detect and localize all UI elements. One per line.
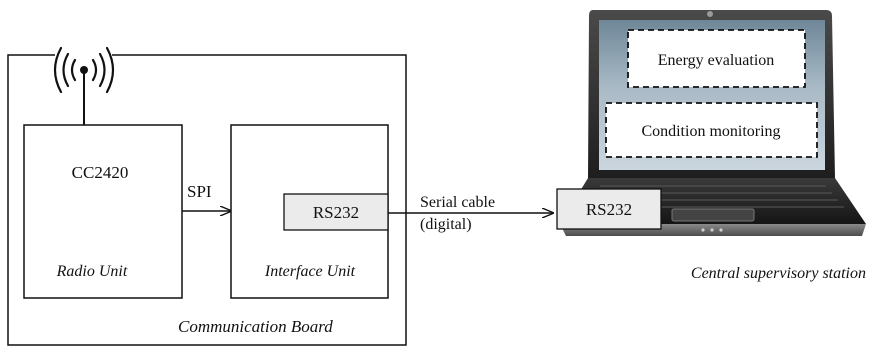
screen-item-energy-label: Energy evaluation bbox=[658, 52, 775, 69]
serial-cable: Serial cable (digital) bbox=[388, 194, 553, 233]
screen-item-condition-label: Condition monitoring bbox=[641, 123, 780, 140]
antenna-icon bbox=[53, 46, 115, 126]
station-rs232-label: RS232 bbox=[586, 200, 632, 219]
screen-item-condition: Condition monitoring bbox=[605, 102, 818, 158]
station-rs232-port: RS232 bbox=[556, 188, 662, 230]
status-lights bbox=[701, 228, 723, 232]
communication-board: Communication Board bbox=[7, 54, 407, 346]
radio-unit: CC2420 Radio Unit bbox=[23, 124, 183, 299]
radio-unit-box bbox=[23, 124, 183, 299]
spi-label: SPI bbox=[187, 182, 212, 201]
station-caption: Central supervisory station bbox=[691, 265, 866, 282]
board-title: Communication Board bbox=[178, 317, 333, 336]
webcam bbox=[707, 11, 713, 17]
interface-rs232-port bbox=[283, 193, 389, 231]
radio-chip-label: CC2420 bbox=[72, 163, 129, 182]
interface-unit-label: Interface Unit bbox=[264, 263, 356, 280]
spi-link: SPI bbox=[182, 182, 231, 211]
serial-cable-sublabel: (digital) bbox=[420, 216, 472, 233]
serial-cable-label: Serial cable bbox=[420, 194, 495, 211]
radio-unit-label: Radio Unit bbox=[56, 263, 128, 280]
screen-item-energy: Energy evaluation bbox=[627, 29, 806, 88]
interface-rs232-label: RS232 bbox=[313, 203, 359, 222]
board-outline bbox=[7, 54, 407, 346]
touchpad bbox=[671, 208, 755, 222]
interface-unit: RS232 Interface Unit bbox=[230, 124, 389, 299]
